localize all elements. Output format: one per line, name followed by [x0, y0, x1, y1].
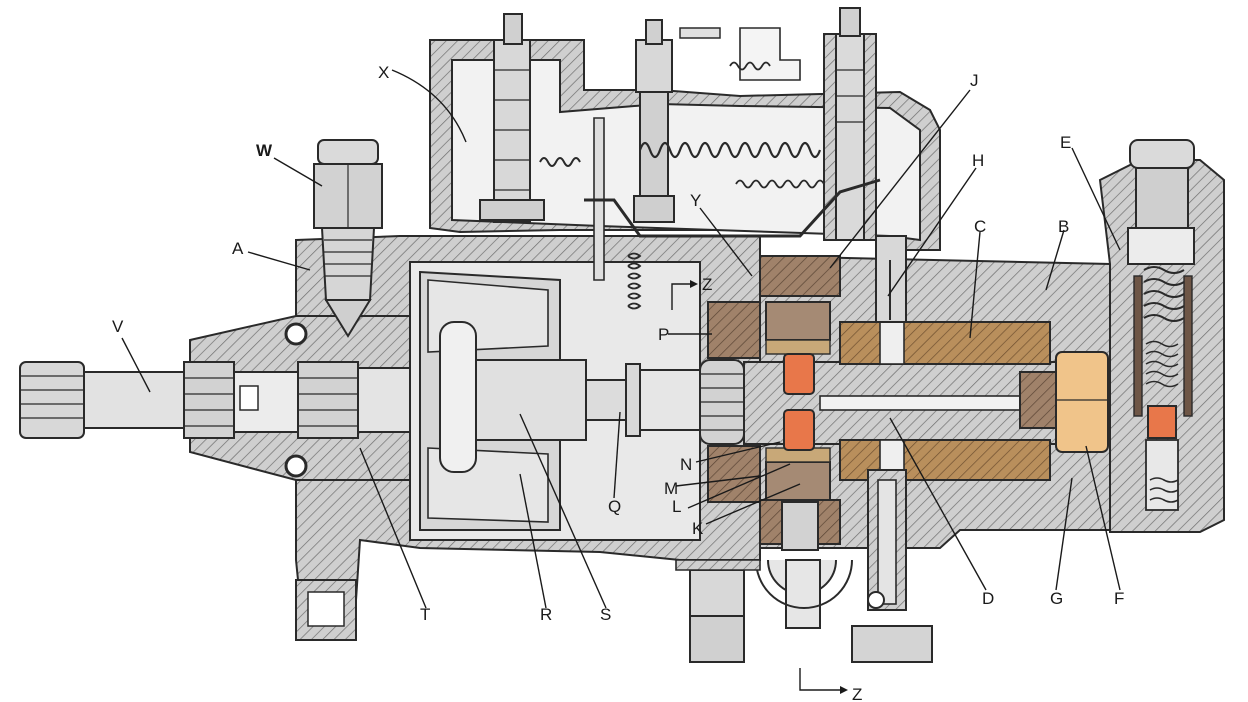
label-z-bottom: Z — [852, 685, 862, 702]
label-a: A — [232, 239, 244, 258]
governor-weights — [419, 252, 701, 531]
inlet-fitting — [313, 139, 383, 338]
label-z-top: Z — [702, 275, 712, 294]
section-arrow-top — [671, 280, 698, 310]
governor-cover — [429, 7, 941, 281]
drive-shaft — [19, 322, 411, 478]
label-w: W — [256, 141, 273, 160]
label-q: Q — [608, 497, 621, 516]
label-d: D — [982, 589, 994, 608]
section-arrow-bottom — [799, 668, 848, 694]
label-s: S — [600, 605, 611, 624]
regulating-valve — [1098, 139, 1225, 533]
label-p: P — [658, 325, 669, 344]
label-b: B — [1058, 217, 1069, 236]
label-k: K — [692, 519, 704, 538]
leader-lines — [121, 69, 1121, 609]
part-labels: A B C D E F G H J K L M N P Q R S T V W … — [112, 63, 1124, 702]
hydraulic-head — [675, 235, 1111, 663]
label-r: R — [540, 605, 552, 624]
label-f: F — [1114, 589, 1124, 608]
label-c: C — [974, 217, 986, 236]
label-t: T — [420, 605, 430, 624]
label-e: E — [1060, 133, 1071, 152]
label-j: J — [970, 71, 979, 90]
label-x: X — [378, 63, 389, 82]
label-y: Y — [690, 191, 701, 210]
label-g: G — [1050, 589, 1063, 608]
label-m: M — [664, 479, 678, 498]
label-n: N — [680, 455, 692, 474]
label-h: H — [972, 151, 984, 170]
label-l: L — [672, 497, 681, 516]
label-v: V — [112, 317, 124, 336]
